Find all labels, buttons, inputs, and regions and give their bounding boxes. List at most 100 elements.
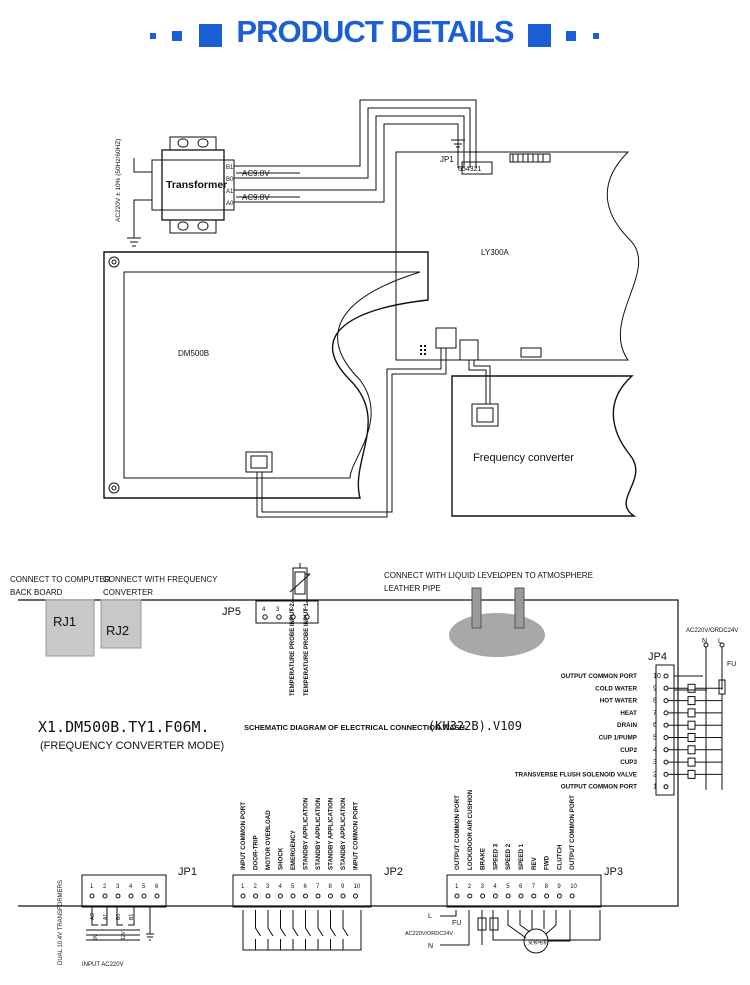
jp2-pin xyxy=(253,893,258,899)
jp5-pin: 3 xyxy=(276,607,280,613)
jp4-load xyxy=(687,757,696,767)
jp1-pin-sub: B0 xyxy=(116,914,122,920)
supply-top-label: AC220V/ORDC24V xyxy=(686,628,738,634)
freq-conn-label-2: CONVERTER xyxy=(103,588,153,597)
mode-label: (FREQUENCY CONVERTER MODE) xyxy=(40,740,224,752)
jp2-pin-number: 3 xyxy=(266,884,270,890)
jp3-pin xyxy=(505,893,511,899)
jp1-pin-number: 3 xyxy=(116,884,120,890)
decor-square xyxy=(172,31,182,41)
jp2-switch xyxy=(305,910,311,950)
jp4-pin xyxy=(663,722,669,728)
jp4-row-label: CUP 1/PUMP xyxy=(599,735,637,742)
decor-square xyxy=(566,31,576,41)
jp4-pin xyxy=(663,710,669,716)
rj2-label: RJ2 xyxy=(106,623,129,638)
jp5-pin: 4 xyxy=(262,607,266,613)
dm500b-label: DM500B xyxy=(178,349,209,358)
jp2-label-text: DOOR-TRIP xyxy=(253,835,260,870)
jp3-l-label: L xyxy=(428,913,432,920)
pin-b1: B1 xyxy=(226,165,234,171)
jp2-pin-number: 4 xyxy=(279,884,283,890)
jp4-load xyxy=(687,745,696,755)
jp1-bottom-label: JP1 xyxy=(178,866,197,878)
fuse-label: FU xyxy=(727,661,736,668)
jp2-label-text: STANDBY APPLICATION xyxy=(315,797,322,870)
decor-square xyxy=(593,33,599,39)
jp3-label-text: BRAKE xyxy=(480,848,487,870)
jp4-pin xyxy=(663,698,669,704)
jp1-pin-sub: B1 xyxy=(129,914,135,920)
jp4-load xyxy=(687,683,696,693)
jp4-pin xyxy=(663,735,669,740)
pin-a0: A0 xyxy=(226,201,234,207)
page-title: PRODUCT DETAILS xyxy=(236,14,514,49)
ac-upper-label: AC9.8V xyxy=(242,169,270,178)
jp2-pin xyxy=(328,893,333,899)
jp3-pin xyxy=(492,893,498,899)
jp4-row-label: CUP3 xyxy=(620,759,637,766)
jp5-pin: 2 xyxy=(290,607,294,613)
jp2-switch xyxy=(267,910,274,950)
jp4-load xyxy=(687,769,696,779)
jp3-pin xyxy=(467,893,473,899)
jp3-pin xyxy=(480,893,486,899)
jp1-pin-number: 4 xyxy=(129,884,133,890)
transformers-label: DUAL 10.4V TRANSFORMERS xyxy=(58,880,64,965)
jp3-label: JP3 xyxy=(604,866,623,878)
jp4-pin-number: 3 xyxy=(653,759,657,766)
jp3-label-text: CLUTCH xyxy=(556,844,563,870)
12v-label: 12V xyxy=(121,930,127,940)
jp2-switch xyxy=(292,910,299,950)
jp1-top-label: JP1 xyxy=(440,155,454,164)
jp4-row-label: HEAT xyxy=(620,710,637,717)
jp2-label: JP2 xyxy=(384,866,403,878)
jp2-label-text: MOTOR OVERLOAD xyxy=(265,810,272,870)
jp3-pin xyxy=(518,893,524,899)
jp2-pin-number: 1 xyxy=(241,884,245,890)
jp4-row-label: DRAIN xyxy=(617,722,637,729)
jp4-pin xyxy=(663,784,669,790)
jp3-pin xyxy=(556,893,562,899)
frequency-converter-label: Frequency converter xyxy=(473,452,574,464)
jp2-pin xyxy=(315,893,321,899)
jp2-pin xyxy=(278,893,283,899)
jp2-pin xyxy=(290,893,296,899)
jp4-row-label: HOT WATER xyxy=(600,698,638,705)
jp4-pin-number: 7 xyxy=(653,710,657,717)
jp3-pin-number: 5 xyxy=(506,884,510,890)
9v-label: 9V xyxy=(93,933,99,940)
jp2-pin-number: 6 xyxy=(304,884,308,890)
jp4-pin-number: 5 xyxy=(653,735,657,742)
jp4-load xyxy=(687,720,696,730)
jp2-label-text: INPUT COMMON PORT xyxy=(353,802,360,870)
jp4-pin xyxy=(663,771,669,777)
jp5-pin: 1 xyxy=(304,607,308,613)
frequency-converter-board xyxy=(451,375,637,517)
jp3-pin-number: 1 xyxy=(455,884,459,890)
jp1-pin xyxy=(115,893,121,899)
input-label: INPUT AC220V xyxy=(82,962,124,968)
jp4-pin xyxy=(663,747,669,753)
dm500b-board xyxy=(103,251,429,499)
jp2-pin-number: 8 xyxy=(329,884,333,890)
jp2-pin xyxy=(340,893,346,899)
motor-label: 变频电机 xyxy=(528,939,548,946)
liquid-level-label-2: LEATHER PIPE xyxy=(384,584,441,593)
jp1-pin xyxy=(89,893,95,899)
probe-1-label: TEMPERATURE PROBE INPUT 1 xyxy=(304,602,310,696)
jp3-supply-label: AC220V/ORDC24V xyxy=(405,931,453,937)
jp3-fu-label: FU xyxy=(452,920,461,927)
jp1-pin xyxy=(128,893,134,899)
jp4-label: JP4 xyxy=(648,651,667,663)
jp3-label-text: SPEED 2 xyxy=(505,843,512,870)
jp4-row-label: TRANSVERSE FLUSH SOLENOID VALVE xyxy=(515,771,637,778)
jp4-pin-number: 9 xyxy=(653,685,657,692)
version-label: (KH322B).V109 xyxy=(428,719,522,733)
jp3-label-text: SPEED 3 xyxy=(492,843,499,870)
jp3-pin xyxy=(569,893,575,899)
jp4-pin-number: 10 xyxy=(653,673,661,680)
jp4-row-label: CUP2 xyxy=(620,747,637,754)
jp2-pin-number: 10 xyxy=(354,884,361,890)
jp2-pin-number: 7 xyxy=(316,884,320,890)
